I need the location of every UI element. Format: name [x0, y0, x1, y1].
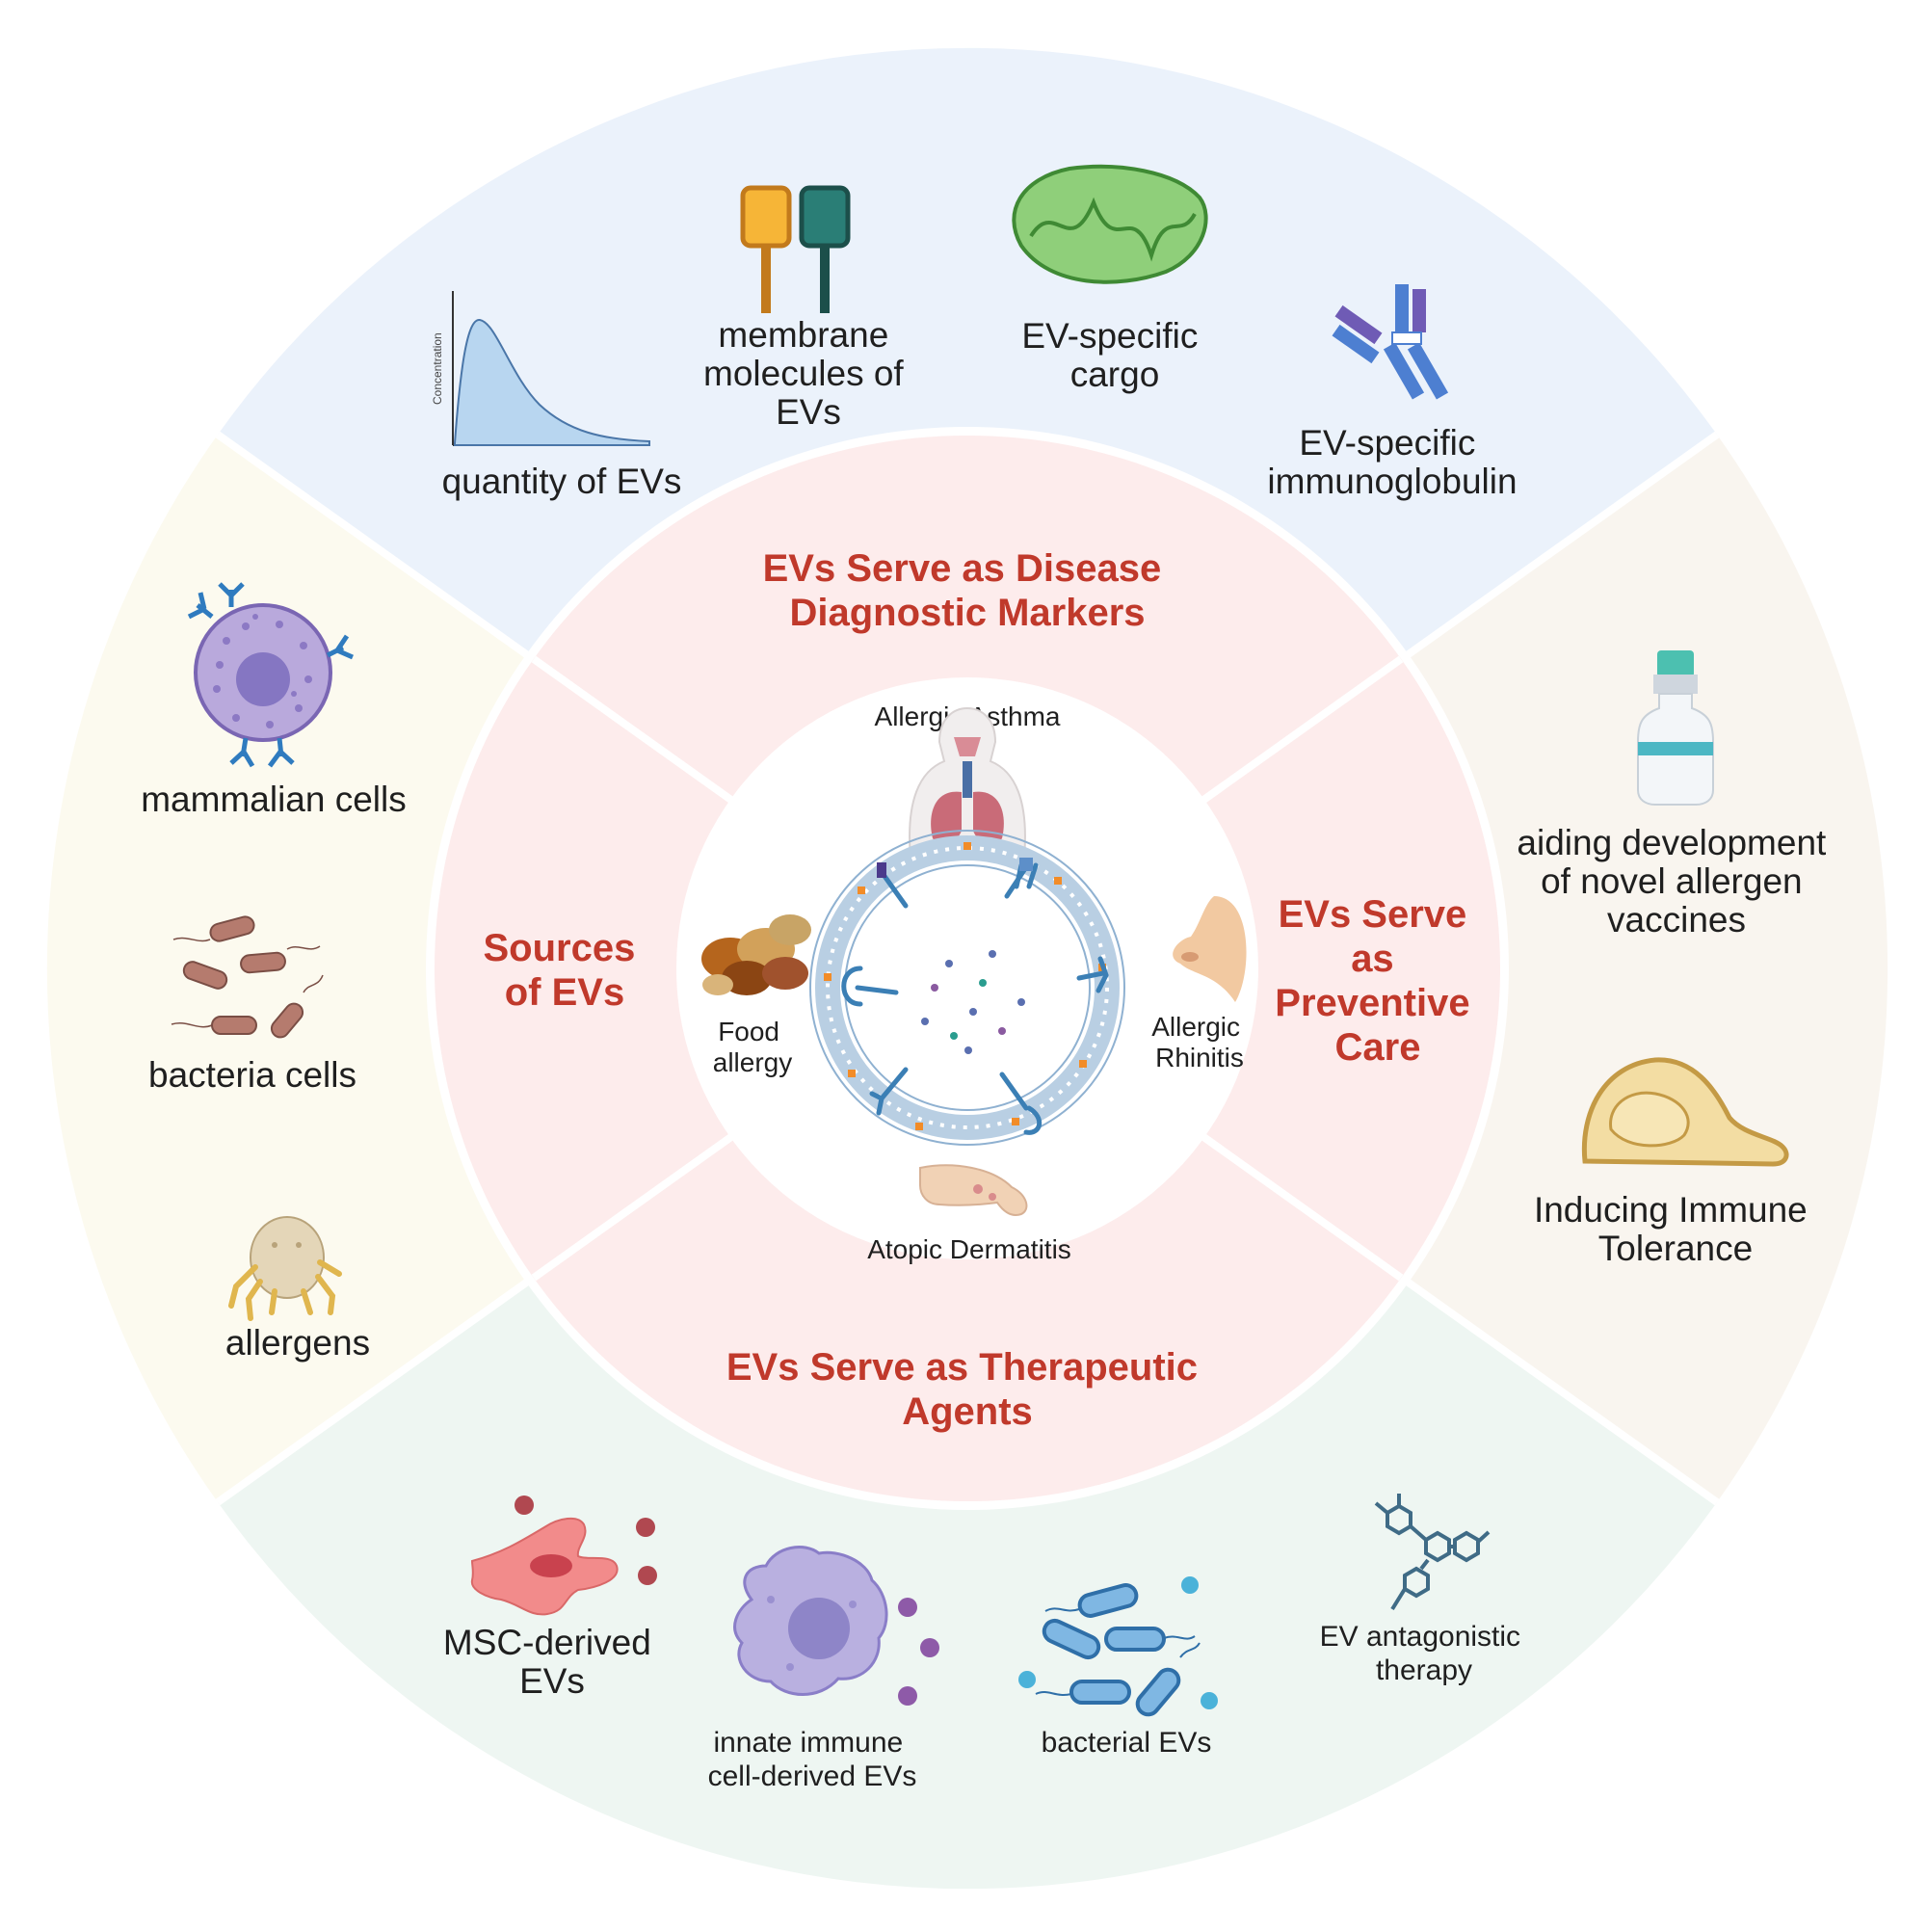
label-bacteria-cells: bacteria cells: [148, 1055, 356, 1095]
label-atopic-dermatitis: Atopic Dermatitis: [867, 1234, 1071, 1264]
label-bacterial-evs: bacterial EVs: [1042, 1727, 1212, 1759]
label-food-allergy: Food allergy: [713, 1017, 792, 1077]
nose-icon: [1173, 896, 1247, 1002]
label-mammalian-cells: mammalian cells: [141, 780, 407, 819]
label-allergens: allergens: [225, 1323, 370, 1363]
vaccine-vial-icon: [1637, 650, 1714, 806]
extracellular-vesicle-icon: [809, 830, 1125, 1146]
axis-label-concentration: Concentration: [431, 332, 444, 405]
peanuts-icon: [701, 914, 811, 995]
immune-cell-icon: [187, 582, 355, 768]
innate-immune-cell-icon: [733, 1546, 939, 1706]
antibody-icon: [1332, 284, 1449, 400]
membrane-molecule-icon: [740, 185, 851, 313]
label-antagonistic-therapy: EV antagonistic therapy: [1320, 1621, 1529, 1686]
heading-therapeutic: EVs Serve as Therapeutic Agents: [726, 1346, 1208, 1433]
bacteria-icon: [171, 915, 324, 1039]
label-membrane-molecules: membrane molecules of EVs: [703, 315, 913, 432]
distribution-curve-icon: Concentration: [431, 291, 650, 446]
hand-icon: [919, 1164, 1028, 1216]
middle-headings: EVs Serve as Disease Diagnostic Markers …: [484, 547, 1480, 1433]
label-ev-specific-cargo: EV-specific cargo: [1021, 316, 1207, 394]
center-circle: Allergic Asthma Food allergy: [701, 701, 1248, 1264]
outer-right-content: aiding development of novel allergen vac…: [1517, 650, 1835, 1268]
label-quantity-of-evs: quantity of EVs: [442, 462, 682, 501]
outer-bottom-content: MSC-derived EVs innate immune cell-deriv…: [443, 1494, 1529, 1792]
mitochondrion-icon: [1012, 164, 1208, 284]
outer-left-content: mammalian cells bacteria cells: [141, 582, 407, 1363]
molecule-icon: [1374, 1494, 1491, 1611]
label-innate-immune-evs: innate immune cell-derived EVs: [708, 1727, 917, 1792]
bacterial-ev-icon: [1018, 1576, 1218, 1717]
label-allergic-rhinitis: Allergic Rhinitis: [1151, 1012, 1248, 1072]
label-msc-derived-evs: MSC-derived EVs: [443, 1623, 661, 1701]
cell-icon: [1581, 1057, 1789, 1167]
heading-preventive: EVs Serve as Preventive Care: [1275, 893, 1480, 1069]
label-immune-tolerance: Inducing Immune Tolerance: [1534, 1190, 1817, 1268]
heading-sources: Sources of EVs: [484, 927, 647, 1014]
heading-diagnostic: EVs Serve as Disease Diagnostic Markers: [763, 547, 1173, 634]
outer-top-content: Concentration quantity of EVs membrane m…: [431, 164, 1518, 501]
dust-mite-icon: [228, 1216, 342, 1321]
label-ev-specific-immunoglobulin: EV-specific immunoglobulin: [1267, 423, 1517, 501]
msc-cell-icon: [470, 1495, 657, 1616]
label-vaccines: aiding development of novel allergen vac…: [1517, 823, 1835, 940]
